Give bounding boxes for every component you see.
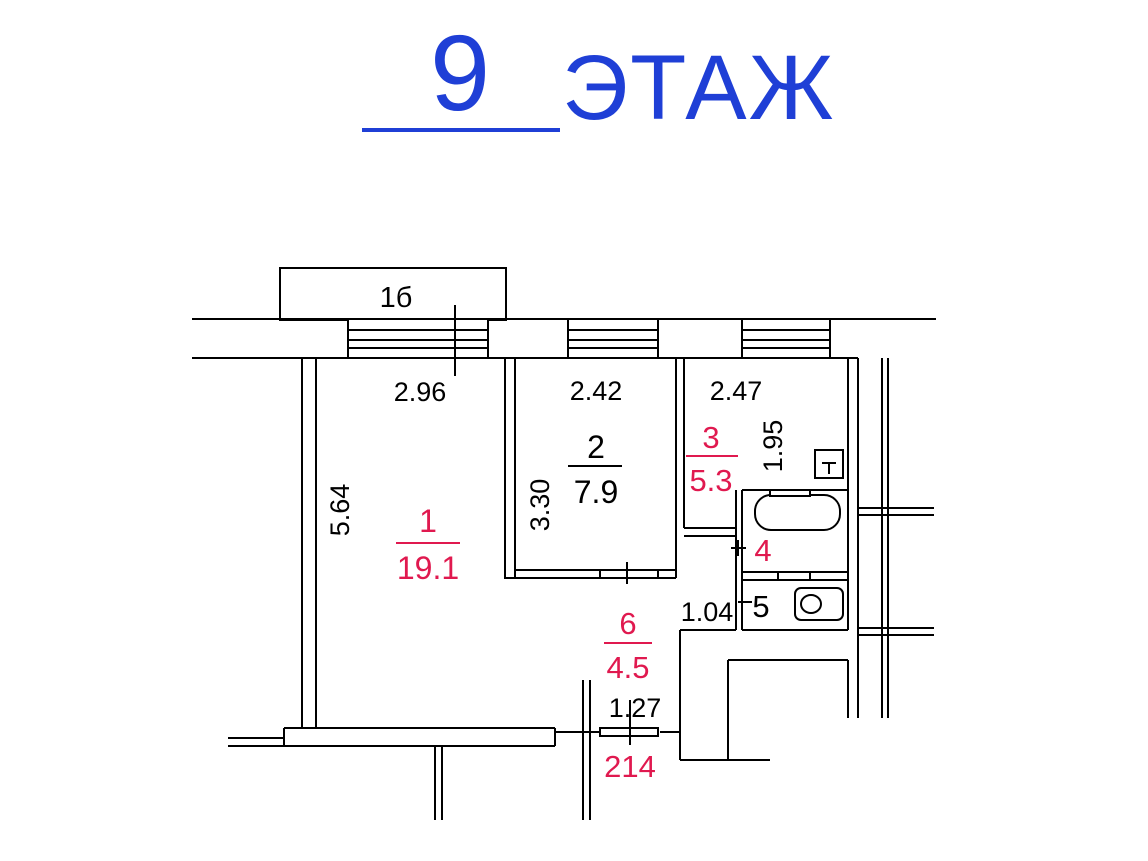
- room-area: 7.9: [574, 474, 618, 510]
- dim-room3-length: 1.95: [758, 420, 788, 473]
- room-number: 1: [419, 503, 437, 539]
- floor-number: 9: [429, 12, 491, 133]
- dim-room1-length: 5.64: [325, 484, 355, 537]
- plan-walls: [192, 267, 936, 820]
- window-room2: [567, 318, 659, 359]
- room-4-label: 4: [754, 533, 771, 568]
- window-room3: [741, 318, 831, 359]
- dim-room3-width: 2.47: [710, 376, 763, 406]
- dim-room1-width: 2.96: [394, 377, 447, 407]
- dim-hall-width: 1.27: [609, 693, 662, 723]
- room-1-label: 1 19.1: [396, 503, 460, 586]
- bathtub: [754, 494, 841, 531]
- entrance-label: 214: [604, 749, 656, 784]
- window-room1: [347, 318, 489, 359]
- toilet: [794, 587, 844, 621]
- room-6-label: 6 4.5: [604, 606, 652, 685]
- floor-underline: [362, 128, 560, 132]
- floor-header: 9 ЭТАЖ: [0, 0, 1148, 160]
- room-area: 4.5: [606, 650, 649, 685]
- dim-room5-width: 1.04: [681, 597, 734, 627]
- floor-word: ЭТАЖ: [562, 37, 836, 139]
- room-5-label: 5: [752, 589, 769, 624]
- room-2-label: 2 7.9: [568, 429, 622, 510]
- room-number: 3: [702, 420, 719, 455]
- dim-room2-width: 2.42: [570, 376, 623, 406]
- dim-room2-length: 3.30: [525, 479, 555, 532]
- room-area: 19.1: [397, 550, 459, 586]
- room-3-label: 3 5.3: [686, 420, 738, 498]
- room-area: 5.3: [689, 463, 732, 498]
- room-number: 2: [587, 429, 605, 465]
- room-number: 6: [619, 606, 636, 641]
- balcony-label: 1б: [380, 282, 413, 314]
